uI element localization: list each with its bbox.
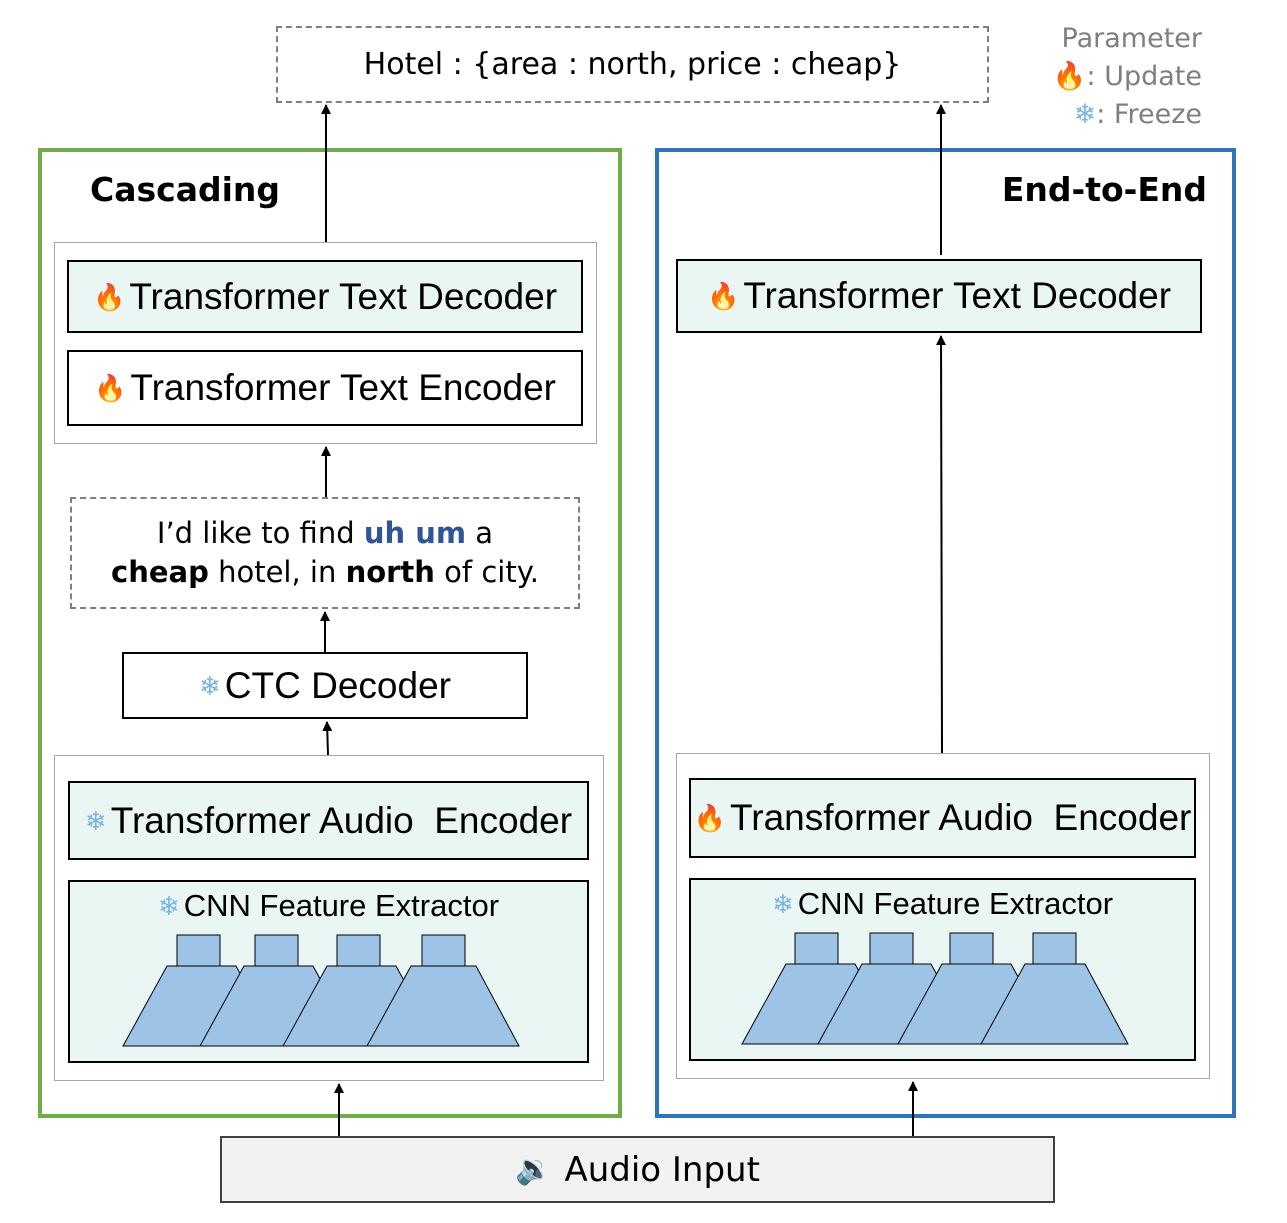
e2e-cnn-layers bbox=[741, 932, 1129, 1045]
cascading-panel bbox=[38, 148, 622, 1118]
cnn-cap bbox=[421, 934, 466, 967]
keyword-cheap: cheap bbox=[111, 555, 209, 589]
cascading-audio-encoder: ❄ Transformer Audio Encoder bbox=[68, 781, 589, 860]
e2e-cnn-title: ❄ CNN Feature Extractor bbox=[691, 886, 1194, 922]
arrow bbox=[322, 721, 333, 756]
snowflake-icon: ❄ bbox=[1073, 99, 1097, 130]
output-text: Hotel : {area : north, price : cheap} bbox=[363, 47, 902, 82]
cnn-cap bbox=[176, 934, 221, 967]
cascading-cnn-layers bbox=[122, 934, 520, 1047]
e2e-text-decoder-label: Transformer Text Decoder bbox=[743, 275, 1172, 316]
filler-words: uh um bbox=[363, 516, 467, 550]
snowflake-icon: ❄ bbox=[199, 670, 221, 701]
e2e-audio-encoder-label: Transformer Audio Encoder bbox=[730, 797, 1192, 838]
cascading-title: Cascading bbox=[90, 170, 281, 209]
speaker-icon: 🔉 bbox=[515, 1153, 553, 1186]
legend-freeze-label: : Freeze bbox=[1096, 99, 1202, 130]
snowflake-icon: ❄ bbox=[84, 805, 107, 836]
ctc-decoder-label: CTC Decoder bbox=[224, 664, 451, 706]
flame-icon: 🔥 bbox=[693, 803, 727, 833]
end-to-end-panel bbox=[655, 148, 1236, 1118]
ctc-decoder: ❄ CTC Decoder bbox=[122, 652, 528, 719]
snowflake-icon: ❄ bbox=[771, 889, 794, 919]
transcript-box: I’d like to find uh um a cheap hotel, in… bbox=[70, 497, 580, 609]
cascading-cnn-title: ❄ CNN Feature Extractor bbox=[70, 888, 587, 924]
flame-icon: 🔥 bbox=[93, 373, 127, 403]
cnn-trapezoid bbox=[980, 963, 1129, 1045]
output-box: Hotel : {area : north, price : cheap} bbox=[276, 26, 989, 103]
legend-title: Parameter bbox=[1061, 23, 1202, 54]
e2e-text-decoder: 🔥 Transformer Text Decoder bbox=[676, 259, 1202, 333]
cascading-text-encoder: 🔥 Transformer Text Encoder bbox=[67, 350, 583, 426]
e2e-cnn-label: CNN Feature Extractor bbox=[797, 886, 1114, 921]
cascading-text-encoder-label: Transformer Text Encoder bbox=[130, 367, 557, 408]
transcript-text: a bbox=[466, 516, 494, 550]
legend-freeze-row: ❄: Freeze bbox=[1010, 96, 1202, 134]
flame-icon: 🔥 bbox=[92, 281, 126, 312]
cnn-cap bbox=[869, 932, 914, 965]
flame-icon: 🔥 bbox=[706, 281, 740, 311]
transcript-line-1: I’d like to find uh um a bbox=[157, 514, 493, 553]
legend: Parameter 🔥: Update ❄: Freeze bbox=[1010, 20, 1202, 132]
arrow bbox=[936, 335, 947, 754]
audio-input-label: Audio Input bbox=[564, 1149, 760, 1190]
audio-input-box: 🔉 Audio Input bbox=[220, 1136, 1055, 1203]
transcript-text: hotel, in bbox=[208, 555, 346, 589]
cascading-cnn-label: CNN Feature Extractor bbox=[183, 888, 500, 923]
transcript-text: of city. bbox=[434, 555, 539, 589]
cnn-trapezoid bbox=[366, 965, 520, 1047]
cascading-audio-encoder-label: Transformer Audio Encoder bbox=[110, 799, 573, 841]
cnn-cap bbox=[794, 932, 839, 965]
end-to-end-title: End-to-End bbox=[1001, 170, 1207, 209]
legend-update-label: : Update bbox=[1086, 61, 1202, 92]
legend-update-row: 🔥: Update bbox=[1010, 58, 1202, 96]
transcript-line-2: cheap hotel, in north of city. bbox=[111, 553, 539, 592]
e2e-audio-encoder: 🔥 Transformer Audio Encoder bbox=[689, 778, 1196, 858]
cnn-cap bbox=[949, 932, 994, 965]
cnn-cap bbox=[1032, 932, 1077, 965]
flame-icon: 🔥 bbox=[1052, 61, 1087, 92]
keyword-north: north bbox=[345, 555, 435, 589]
cnn-cap bbox=[254, 934, 299, 967]
transcript-text: I’d like to find bbox=[156, 516, 364, 550]
cnn-cap bbox=[336, 934, 381, 967]
cascading-text-decoder: 🔥 Transformer Text Decoder bbox=[67, 260, 583, 333]
snowflake-icon: ❄ bbox=[157, 891, 180, 921]
cascading-text-decoder-label: Transformer Text Decoder bbox=[129, 275, 558, 317]
